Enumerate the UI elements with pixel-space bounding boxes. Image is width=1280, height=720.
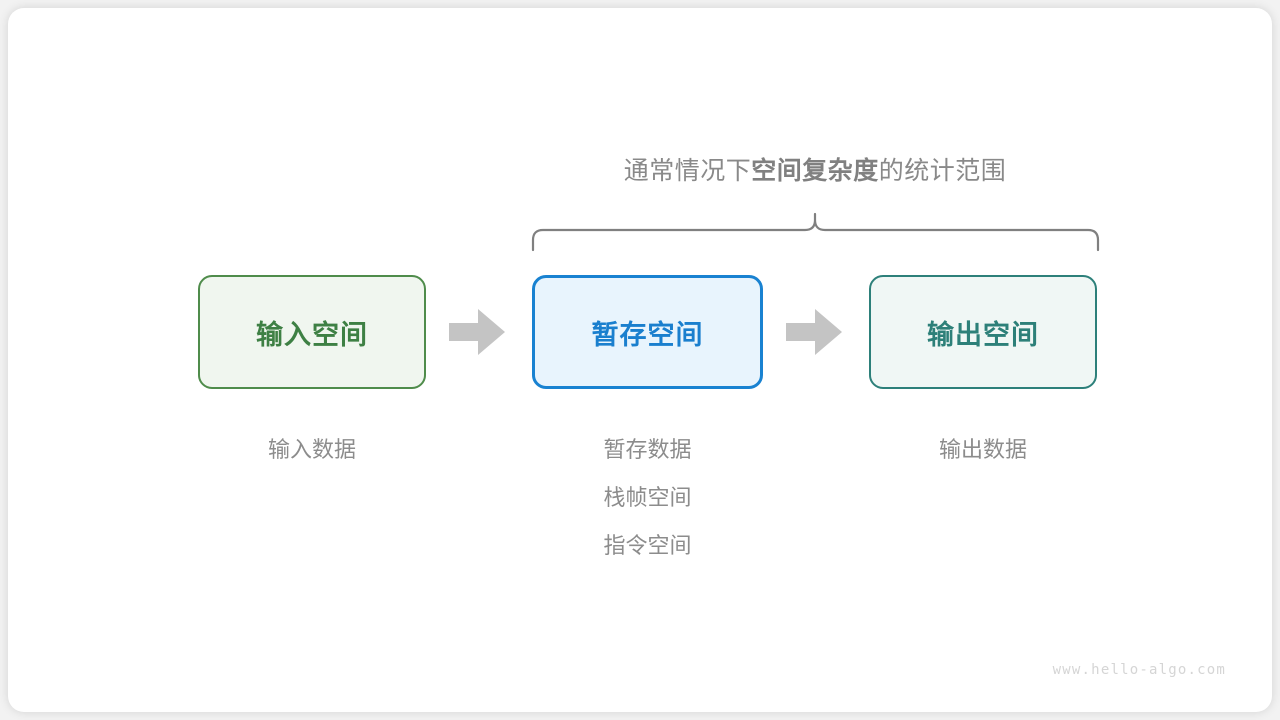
label-item: 暂存数据 — [603, 437, 692, 462]
labels-input-column: 输入数据 — [198, 426, 426, 474]
caption-emphasis: 空间复杂度 — [751, 157, 879, 185]
label-item: 栈帧空间 — [603, 485, 692, 510]
box-output-space[interactable]: 输出空间 — [869, 275, 1097, 389]
box-input-space-label: 输入空间 — [256, 319, 368, 350]
box-input-space[interactable]: 输入空间 — [198, 275, 426, 389]
figure-caption-inner: 通常情况下空间复杂度的统计范围 — [624, 151, 1007, 191]
label-item: 输入数据 — [267, 437, 356, 462]
labels-temp-column: 暂存数据 栈帧空间 指令空间 — [532, 426, 763, 570]
caption-prefix: 通常情况下 — [623, 157, 752, 185]
box-output-space-label: 输出空间 — [927, 319, 1039, 350]
arrow-right-icon — [786, 309, 842, 355]
box-temp-space-label: 暂存空间 — [591, 319, 704, 350]
labels-output-column: 输出数据 — [869, 426, 1097, 474]
arrow-right-icon — [449, 309, 505, 355]
label-item: 输出数据 — [938, 437, 1027, 462]
box-temp-space[interactable]: 暂存空间 — [532, 275, 763, 389]
figure-card: 通常情况下空间复杂度的统计范围 输入空间 暂存空间 输出空间 输入数据 暂存数据 — [8, 8, 1272, 712]
label-item: 指令空间 — [603, 533, 692, 558]
scope-brace — [531, 212, 1100, 252]
watermark: www.hello-algo.com — [1052, 662, 1226, 678]
figure-caption: 通常情况下空间复杂度的统计范围 — [8, 151, 1280, 191]
caption-suffix: 的统计范围 — [878, 157, 1007, 185]
